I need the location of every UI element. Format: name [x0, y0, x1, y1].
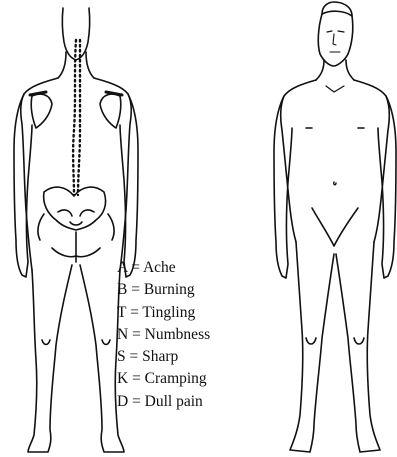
legend-item-burning: B = Burning — [117, 279, 210, 301]
left-scapula — [31, 94, 52, 128]
legend-item-cramping: K = Cramping — [117, 368, 210, 390]
legend-item-ache: A = Ache — [117, 257, 210, 279]
spine — [73, 40, 80, 195]
back-neck — [58, 52, 66, 78]
navel — [334, 182, 336, 185]
front-left-leg — [290, 242, 334, 452]
legend-item-numbness: N = Numbness — [117, 324, 210, 346]
legend-item-tingling: T = Tingling — [117, 302, 210, 324]
legend-item-sharp: S = Sharp — [117, 346, 210, 368]
pain-legend: A = Ache B = Burning T = Tingling N = Nu… — [117, 257, 210, 413]
legend-item-dull-pain: D = Dull pain — [117, 391, 210, 413]
front-right-leg — [336, 242, 380, 452]
pelvis — [44, 187, 106, 230]
back-left-leg — [28, 265, 72, 452]
front-right-arm — [378, 96, 396, 278]
right-scapula — [100, 94, 121, 128]
front-neck — [316, 60, 324, 80]
front-view-figure — [274, 2, 396, 452]
groin — [312, 208, 358, 246]
front-left-arm — [274, 96, 292, 278]
